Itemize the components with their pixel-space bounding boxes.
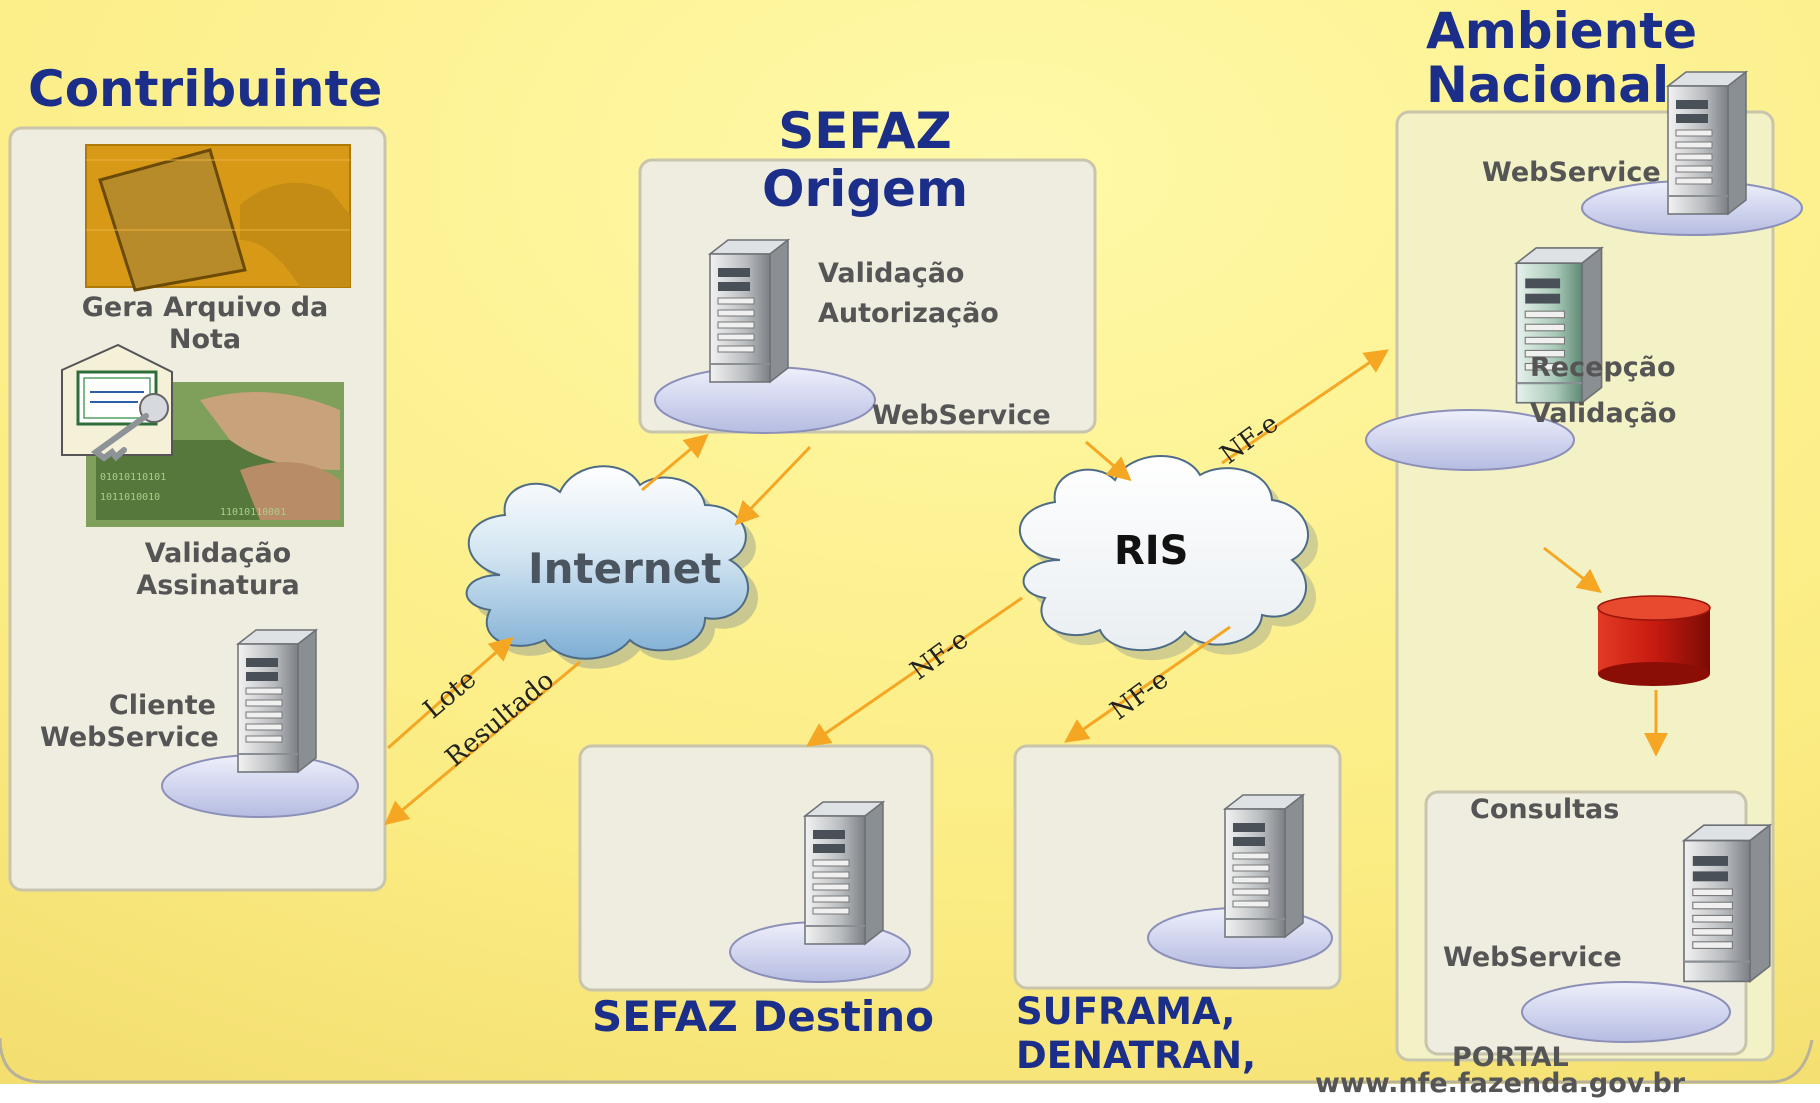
sefaz-origem-title-line2: Origem bbox=[761, 160, 969, 218]
svg-text:01010110101: 01010110101 bbox=[100, 472, 166, 483]
recepcao-server bbox=[1365, 246, 1603, 471]
sefaz-destino-server bbox=[729, 801, 911, 983]
consultas-label: Consultas bbox=[1470, 794, 1620, 825]
svg-text:11010110001: 11010110001 bbox=[220, 507, 286, 518]
ambiente-title-line2: Nacional bbox=[1426, 56, 1670, 114]
arrow-ris-to-suframa bbox=[1064, 625, 1231, 743]
sefaz-origem-title-line1: SEFAZ bbox=[778, 102, 952, 160]
cliente-server bbox=[161, 629, 359, 818]
arrow-ris-to-ambiente bbox=[1221, 349, 1389, 465]
arrow-ris-to-sefaz-destino bbox=[806, 596, 1023, 747]
portal-label: PORTAL bbox=[1452, 1042, 1569, 1073]
database-cylinder bbox=[1597, 595, 1711, 686]
ambiente-title-line1: Ambiente bbox=[1426, 2, 1698, 60]
keyboard-signature-photo: 01010110101 1011010010 11010110001 bbox=[86, 382, 344, 527]
recepcao-label: Recepção bbox=[1530, 352, 1676, 383]
background-bottom-edge bbox=[0, 1037, 1814, 1084]
arrow-internet-to-sefaz bbox=[641, 433, 709, 492]
arrow-to-database bbox=[1543, 546, 1602, 593]
validacao-label: Validação bbox=[1530, 398, 1677, 429]
ris-label: RIS bbox=[1114, 528, 1189, 574]
suframa-server bbox=[1147, 794, 1333, 969]
contribuinte-title: Contribuinte bbox=[28, 60, 383, 118]
cliente-label-line1: Cliente bbox=[108, 690, 216, 721]
gera-arquivo-label-line1: Gera Arquivo da bbox=[81, 292, 329, 323]
svg-text:1011010010: 1011010010 bbox=[100, 492, 160, 503]
ambiente-webservice-label: WebService bbox=[1482, 157, 1661, 188]
gera-arquivo-label-line2: Nota bbox=[168, 324, 242, 355]
ambiente-webservice-server bbox=[1581, 71, 1803, 236]
footer-url[interactable]: www.nfe.fazenda.gov.br bbox=[1315, 1068, 1686, 1099]
arrow-lote bbox=[387, 636, 514, 750]
portal-server bbox=[1521, 824, 1771, 1043]
arrow-sefaz-to-internet bbox=[734, 445, 812, 526]
document-photo bbox=[85, 144, 351, 292]
internet-label: Internet bbox=[528, 544, 722, 593]
cliente-label-line2: WebService bbox=[40, 722, 219, 753]
sefaz-validacao-label: Validação bbox=[818, 258, 965, 289]
arrow-sefaz-to-ris bbox=[1085, 440, 1132, 482]
arrow-resultado bbox=[384, 660, 581, 826]
sefaz-webservice-label: WebService bbox=[872, 400, 1051, 431]
validacao-assinatura-label-line1: Validação bbox=[144, 538, 292, 569]
validacao-assinatura-label-line2: Assinatura bbox=[136, 570, 300, 601]
sefaz-autorizacao-label: Autorização bbox=[818, 298, 999, 329]
ris-cloud bbox=[1018, 455, 1319, 661]
suframa-title-line2: DENATRAN, bbox=[1016, 1034, 1257, 1077]
certificate-key-icon bbox=[61, 343, 173, 462]
suframa-title-line1: SUFRAMA, bbox=[1016, 990, 1236, 1033]
sefaz-destino-title: SEFAZ Destino bbox=[592, 992, 934, 1041]
sefaz-origem-server bbox=[654, 239, 876, 434]
internet-cloud bbox=[465, 465, 759, 669]
portal-webservice-label: WebService bbox=[1443, 942, 1622, 973]
